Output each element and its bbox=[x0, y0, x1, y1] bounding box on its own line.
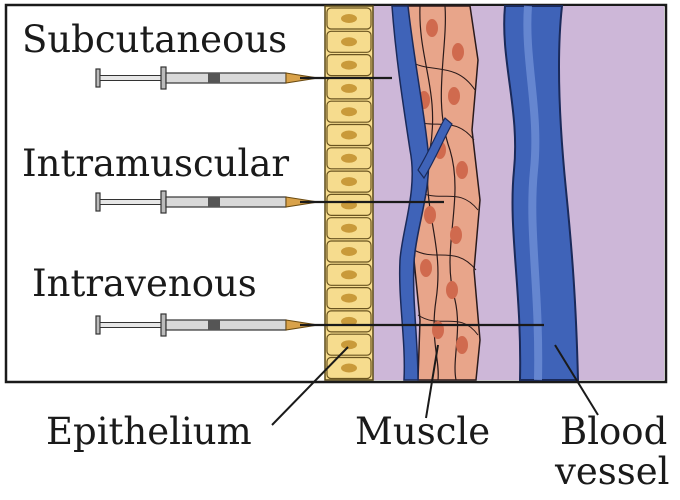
epithelial-nucleus bbox=[341, 340, 357, 349]
epithelial-nucleus bbox=[341, 37, 357, 46]
epithelial-nucleus bbox=[341, 84, 357, 93]
syringe-flange bbox=[161, 67, 166, 89]
tissue-label-blood-vessel-line1: Blood bbox=[560, 410, 667, 453]
route-label-subcutaneous: Subcutaneous bbox=[22, 18, 287, 61]
muscle-nucleus bbox=[420, 259, 432, 277]
epithelial-nucleus bbox=[341, 177, 357, 186]
syringe-stopper bbox=[208, 73, 220, 83]
epithelial-nucleus bbox=[341, 294, 357, 303]
epithelial-nucleus bbox=[341, 270, 357, 279]
muscle-nucleus bbox=[426, 19, 438, 37]
syringe-flange bbox=[161, 314, 166, 336]
route-label-intravenous: Intravenous bbox=[32, 262, 257, 305]
muscle-nucleus bbox=[446, 281, 458, 299]
syringe-thumb-rest bbox=[96, 69, 100, 87]
muscle-nucleus bbox=[452, 43, 464, 61]
epithelial-nucleus bbox=[341, 247, 357, 256]
syringe-flange bbox=[161, 191, 166, 213]
muscle-nucleus bbox=[448, 87, 460, 105]
tissue-label-blood-vessel-line2: vessel bbox=[554, 450, 670, 493]
epithelial-nucleus bbox=[341, 131, 357, 140]
muscle-nucleus bbox=[424, 206, 436, 224]
syringe-plunger bbox=[100, 200, 162, 205]
syringe-stopper bbox=[208, 320, 220, 330]
tissue-label-epithelium: Epithelium bbox=[46, 410, 252, 453]
syringe-plunger bbox=[100, 76, 162, 81]
muscle-nucleus bbox=[456, 336, 468, 354]
epithelial-nucleus bbox=[341, 61, 357, 70]
syringe-barrel bbox=[166, 197, 286, 207]
epithelial-nucleus bbox=[341, 364, 357, 373]
syringe-barrel bbox=[166, 73, 286, 83]
epithelial-nucleus bbox=[341, 107, 357, 116]
syringe-thumb-rest bbox=[96, 316, 100, 334]
epithelial-nucleus bbox=[341, 224, 357, 233]
epithelial-nucleus bbox=[341, 14, 357, 23]
syringe-stopper bbox=[208, 197, 220, 207]
muscle-nucleus bbox=[456, 161, 468, 179]
epithelial-nucleus bbox=[341, 154, 357, 163]
syringe-barrel bbox=[166, 320, 286, 330]
syringe-plunger bbox=[100, 323, 162, 328]
route-label-intramuscular: Intramuscular bbox=[22, 142, 289, 185]
muscle-nucleus bbox=[450, 226, 462, 244]
syringe-thumb-rest bbox=[96, 193, 100, 211]
muscle-nucleus bbox=[432, 321, 444, 339]
tissue-label-muscle: Muscle bbox=[355, 410, 490, 453]
